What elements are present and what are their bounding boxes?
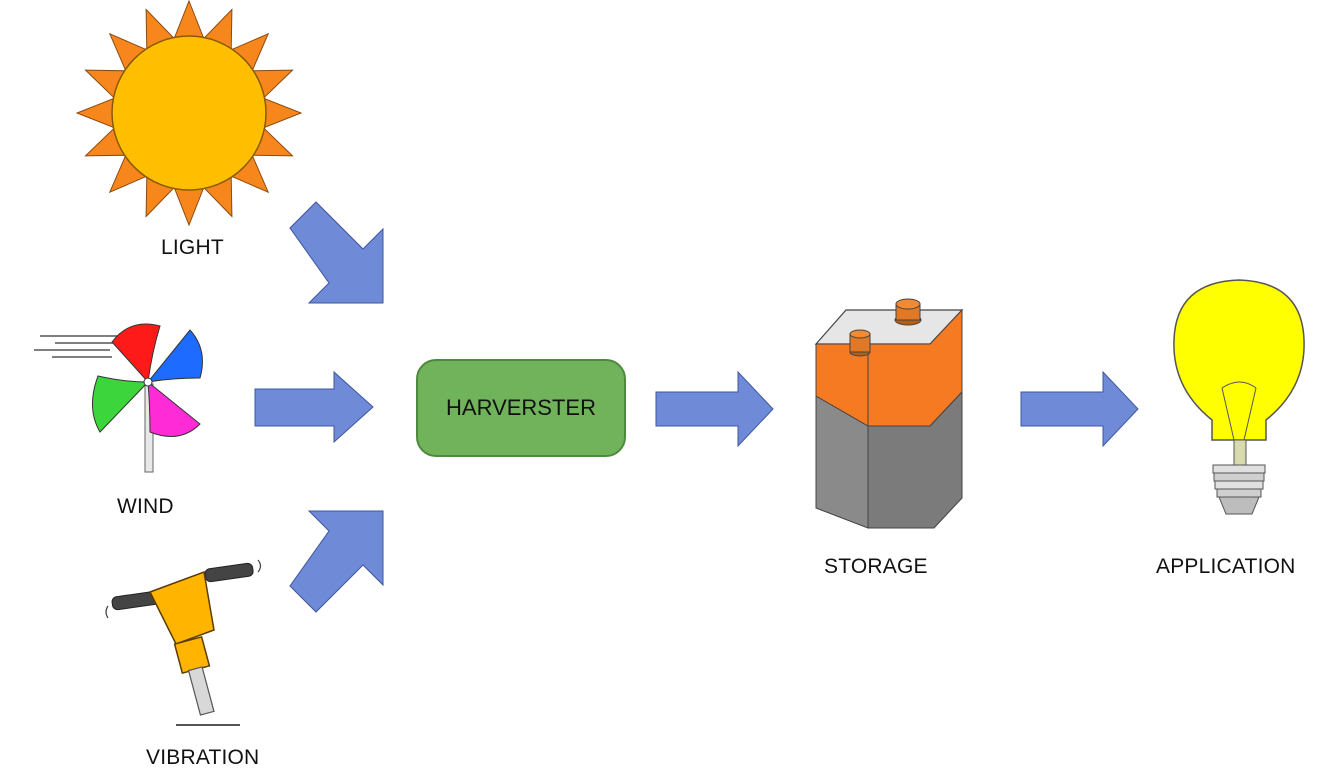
battery-icon	[814, 298, 964, 529]
source-label-light: LIGHT	[161, 236, 224, 259]
source-label-wind: WIND	[117, 495, 174, 518]
arrow-light-to-harvester	[289, 201, 384, 304]
arrow-vibration-to-harvester	[289, 510, 384, 613]
arrow-wind-to-harvester	[254, 370, 374, 444]
light-bulb-icon	[1173, 279, 1305, 515]
sun-icon	[75, 0, 303, 227]
harvester-box: HARVERSTER	[416, 359, 626, 457]
application-label: APPLICATION	[1156, 555, 1296, 578]
storage-label: STORAGE	[824, 555, 928, 578]
harvester-label: HARVERSTER	[446, 395, 596, 420]
arrow-storage-to-application	[1020, 370, 1139, 448]
arrow-harvester-to-storage	[655, 370, 774, 448]
source-label-vibration: VIBRATION	[146, 746, 260, 769]
jackhammer-icon	[105, 559, 262, 726]
pinwheel-icon	[34, 323, 203, 473]
